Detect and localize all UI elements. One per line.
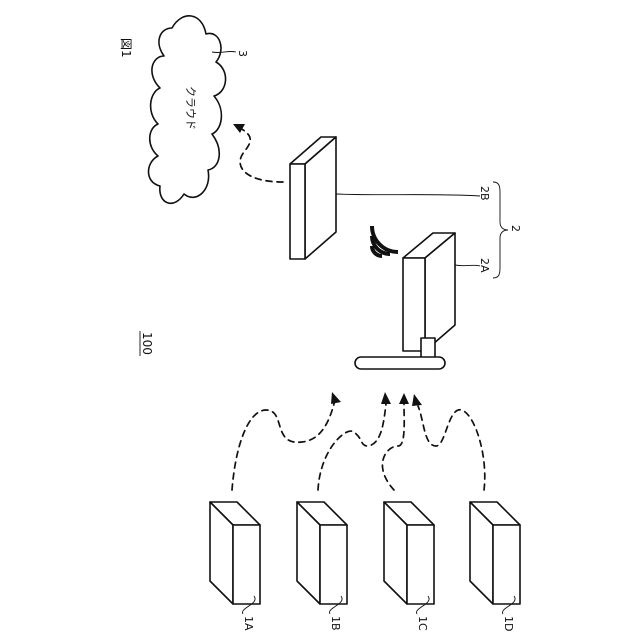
access-point-base: [355, 357, 445, 369]
access-point-ref: 2A: [478, 258, 491, 273]
device-ref: 1D: [502, 616, 515, 631]
device-front-face: [407, 525, 434, 604]
router-ref: 2B: [478, 186, 491, 201]
device-1c: 1C: [384, 502, 434, 631]
cloud-text: クラウド: [184, 86, 197, 130]
arrow-1d-to-access-point: [412, 394, 485, 490]
access-point-front-face: [403, 258, 425, 351]
system-label-text: 100: [140, 332, 154, 355]
access-point-neck: [421, 338, 435, 358]
wireless-signal-icon: [372, 226, 398, 256]
cloud-leader-line: [212, 51, 236, 52]
router-leader-line: [336, 194, 480, 196]
device-1b: 1B: [297, 502, 347, 631]
device-ref: 1A: [242, 616, 255, 631]
device-front-face: [233, 525, 260, 604]
device-1a: 1A: [210, 502, 260, 631]
arrow-router-to-cloud: [233, 124, 283, 182]
figure-label: 図1: [119, 38, 133, 58]
arrow-1c-to-access-point: [382, 393, 409, 490]
arrow-1a-to-access-point: [232, 392, 341, 490]
devices: 1A 1B 1C 1D: [210, 502, 520, 631]
system-label: 100: [140, 331, 154, 356]
arrow-1b-to-access-point: [318, 392, 391, 490]
cloud-ref: 3: [236, 50, 249, 57]
router-front-face: [290, 164, 305, 259]
router-2b: 2B: [290, 137, 491, 259]
gateway-group-ref: 2: [509, 225, 522, 232]
device-1d: 1D: [470, 502, 520, 631]
device-front-face: [493, 525, 520, 604]
access-point-leader-line: [455, 265, 480, 266]
device-ref: 1B: [329, 616, 342, 631]
gateway-group-brace: 2: [493, 182, 522, 278]
cloud: クラウド 3: [149, 16, 250, 203]
device-front-face: [320, 525, 347, 604]
device-ref: 1C: [416, 616, 429, 631]
